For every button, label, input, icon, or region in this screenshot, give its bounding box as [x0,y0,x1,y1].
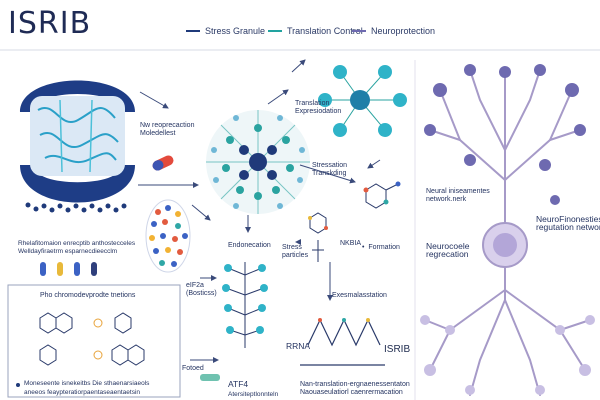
neuron-tree-icon [424,69,591,396]
legend-swatch [352,30,366,32]
fotoed-label: Fotoed [182,365,204,372]
er-organelle-icon [20,80,135,213]
eif2a-label: eIF2a (Bosticss) [186,282,217,297]
legend-swatch [268,30,282,32]
bullet-dot [16,383,20,387]
box-footer-line-2: aneeos feaypteratiorpaentaseaentaetsin [24,389,141,396]
er-note-label: Nw reoprecaction Moledellest [140,122,195,137]
atf4-sub-label: Atersiteptlonnteln [228,391,279,398]
endonecation-label: Endonecation [228,242,271,249]
lower-neuron-nodes-icon [420,315,595,395]
nkbia-label: NKBIA [340,240,362,247]
chemical-structures-box [7,284,181,398]
formation-label: • Formation [362,244,400,251]
legend-item-translation-control: Translation Control [268,26,363,36]
neuron-nodes-icon [424,64,586,205]
rrna-structure-icon [300,318,385,366]
stress-note-label: Stressation Transkding [312,162,348,177]
pills-row-icon [40,262,97,276]
er-caption-label: Rhelafitomaion enrecptib anthostecceles … [18,240,136,255]
eif2a-tree-icon [222,262,268,348]
legend-label: Stress Granule [205,26,266,36]
diagram-title: ISRIB [8,6,92,41]
atf4-bar [200,374,220,381]
stress-particles-label: Stress particles [282,244,309,259]
box-title-label: Pho chromodevprodte tnetions [40,292,136,299]
translation-note-label: Translation Expresiodation [295,100,342,115]
network-cluster-icon [318,65,407,137]
isrib-label: ISRIB [384,344,411,355]
box-footer-line-1: Moneseente isnekeitbs Die sthaenarsiaeol… [24,380,150,387]
soma-icon [482,222,528,268]
molecule-icon [363,181,401,209]
legend-swatch [186,30,200,32]
legend-label: Neuroprotection [371,26,436,36]
small-molecule-icon [308,212,328,262]
atf4-label: ATF4 [228,379,249,389]
rrna-label: RRNA [286,341,311,351]
chemical-structure-icon [39,312,145,366]
sunburst-icon [93,318,103,360]
stress-granule-icon [206,110,310,214]
capsule-icon [152,155,174,171]
neural-network-label: Neural iniseamentes network.nerk [426,188,490,203]
legend-item-stress-granule: Stress Granule [186,26,265,36]
particle-cluster-icon [145,199,191,273]
neurofinonesties-label: NeuroFinonesties regutation network [536,214,600,232]
legend-item-neuroprotection: Neuroprotection [352,26,435,36]
neurocoele-label: Neurocoele regrecation [426,241,470,259]
expressionation-label: Exesmalasstation [332,292,387,299]
legend-label: Translation Control [287,26,363,36]
non-translation-label: Nan-translation-ergnaenessentaton Naouas… [300,381,410,396]
